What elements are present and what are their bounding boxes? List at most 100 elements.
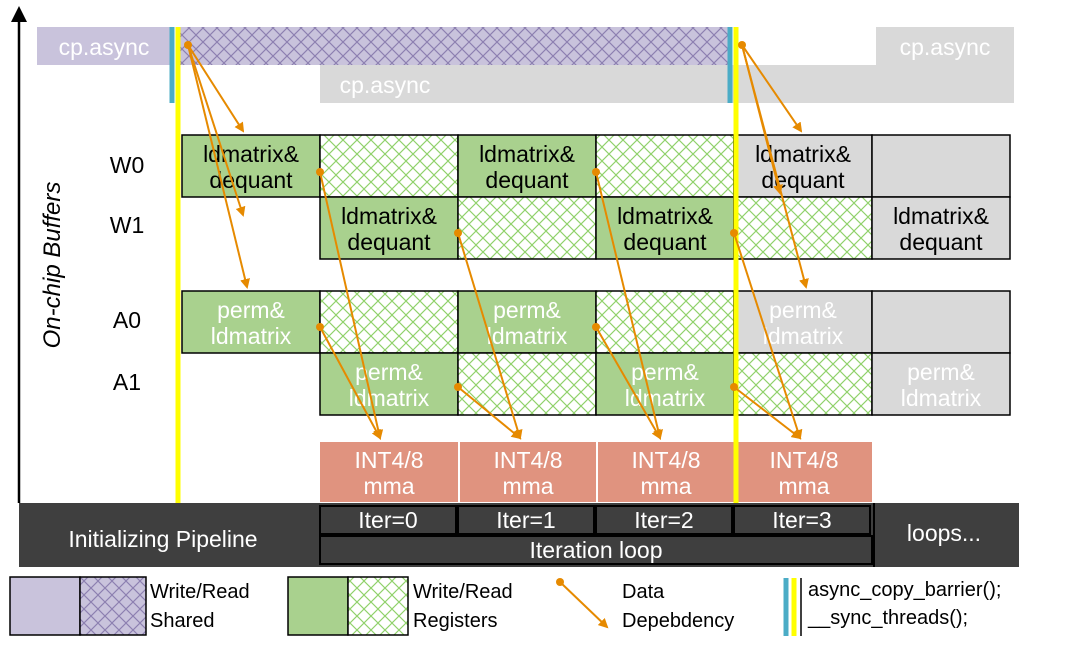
a0-block-1 xyxy=(181,290,321,354)
cpasync-label-3: cp.async xyxy=(900,34,991,60)
w1-block-1 xyxy=(319,196,459,260)
axis-label: On-chip Buffers xyxy=(39,182,66,349)
dep-dot xyxy=(454,229,462,237)
iter-label-1: Iter=1 xyxy=(496,507,555,533)
w1-block-3-line2: dequant xyxy=(899,229,983,255)
dep-arrow xyxy=(595,171,663,440)
mma-block-2 xyxy=(460,442,596,502)
loops-label: loops... xyxy=(907,520,981,546)
a0-block-1-line2: ldmatrix xyxy=(211,323,292,349)
dep-arrow xyxy=(733,232,803,440)
cpasync-block-2 xyxy=(320,65,1014,103)
cpasync-label-2: cp.async xyxy=(340,72,431,98)
w1-hatch-2 xyxy=(733,196,873,260)
a1-hatch-1 xyxy=(457,352,597,416)
legend-shared-read-swatch xyxy=(79,576,147,636)
w1-block-3-line1: ldmatrix& xyxy=(893,203,989,229)
mma-block-1-line1: INT4/8 xyxy=(354,447,423,473)
mma-block-4-line1: INT4/8 xyxy=(769,447,838,473)
legend-shared-line2: Shared xyxy=(150,610,215,632)
mma-block-3 xyxy=(598,442,734,502)
cpasync-block-3 xyxy=(876,27,1014,65)
w1-block-2 xyxy=(595,196,735,260)
iter-label-3: Iter=3 xyxy=(772,507,831,533)
dep-dot xyxy=(454,383,462,391)
mma-block-4 xyxy=(736,442,872,502)
dependency-dots xyxy=(184,41,746,391)
dep-dot xyxy=(592,323,600,331)
iter-label-0: Iter=0 xyxy=(358,507,417,533)
row-a1: perm& ldmatrix perm& ldmatrix perm& ldma… xyxy=(319,352,1011,416)
mma-block-1 xyxy=(320,442,458,502)
dep-arrow xyxy=(187,44,250,289)
mma-block-4-line2: mma xyxy=(778,473,829,499)
mma-block-2-line1: INT4/8 xyxy=(493,447,562,473)
mma-block-3-line1: INT4/8 xyxy=(631,447,700,473)
dep-arrow xyxy=(319,326,381,440)
a1-block-3-line2: ldmatrix xyxy=(901,385,982,411)
iteration-loop-cell xyxy=(319,535,873,565)
dep-dot xyxy=(738,41,746,49)
row-label-a1: A1 xyxy=(113,369,141,395)
dep-dot xyxy=(730,383,738,391)
iter-cell-0 xyxy=(319,505,457,535)
w0-block-4 xyxy=(871,134,1011,198)
row-label-w1: W1 xyxy=(110,212,145,238)
legend-register-read-swatch xyxy=(347,576,409,636)
w0-hatch-1 xyxy=(319,134,459,198)
w1-block-1-line1: ldmatrix& xyxy=(341,203,437,229)
dep-dot xyxy=(730,229,738,237)
dep-dot xyxy=(316,323,324,331)
a0-block-3-line2: ldmatrix xyxy=(763,323,844,349)
a0-block-2-line1: perm& xyxy=(493,297,561,323)
legend-shared-line1: Write/Read xyxy=(150,581,250,603)
dep-arrow xyxy=(457,386,522,440)
w1-block-2-line2: dequant xyxy=(623,229,707,255)
a0-hatch-2 xyxy=(595,290,735,354)
dep-dot xyxy=(316,168,324,176)
a1-block-2-line2: ldmatrix xyxy=(625,385,706,411)
iter-cell-1 xyxy=(457,505,595,535)
row-w0: ldmatrix& dequant ldmatrix& dequant ldma… xyxy=(181,134,1011,198)
legend-registers-line2: Registers xyxy=(413,610,497,632)
a0-block-1-line1: perm& xyxy=(217,297,285,323)
legend-dep-arrow xyxy=(559,581,609,629)
w0-block-1-line2: dequant xyxy=(209,167,293,193)
a0-block-3-line1: perm& xyxy=(769,297,837,323)
dep-arrow xyxy=(319,171,384,440)
w0-block-2-line1: ldmatrix& xyxy=(479,141,575,167)
legend-dep-line1: Data xyxy=(622,581,665,603)
iter-label-2: Iter=2 xyxy=(634,507,693,533)
legend-registers-line1: Write/Read xyxy=(413,581,513,603)
row-a0: perm& ldmatrix perm& ldmatrix perm& ldma… xyxy=(181,290,1011,354)
a0-block-4 xyxy=(871,290,1011,354)
a1-block-1 xyxy=(319,352,459,416)
dep-arrow xyxy=(733,386,802,440)
pipeline-timeline-bar: Initializing Pipeline Iter=0 Iter=1 Iter… xyxy=(19,503,1019,567)
legend-barrier-line2: __sync_threads(); xyxy=(807,607,968,629)
y-axis-arrowhead xyxy=(11,6,27,22)
dep-arrow xyxy=(595,326,661,440)
a0-hatch-1 xyxy=(319,290,459,354)
w0-block-2-line2: dequant xyxy=(485,167,569,193)
dep-dot xyxy=(184,41,192,49)
a1-hatch-2 xyxy=(733,352,873,416)
w1-block-3 xyxy=(871,196,1011,260)
dep-arrow xyxy=(741,44,783,195)
init-pipeline-label: Initializing Pipeline xyxy=(68,526,257,552)
cpasync-label-1: cp.async xyxy=(59,34,150,60)
a0-block-2-line2: ldmatrix xyxy=(487,323,568,349)
legend-dep-line2: Depebdency xyxy=(622,610,734,632)
w1-block-1-line2: dequant xyxy=(347,229,431,255)
a1-block-1-line2: ldmatrix xyxy=(349,385,430,411)
row-w1: ldmatrix& dequant ldmatrix& dequant ldma… xyxy=(319,196,1011,260)
iter-cell-2 xyxy=(595,505,733,535)
w1-hatch-1 xyxy=(457,196,597,260)
dep-arrow xyxy=(187,44,246,217)
w1-block-2-line1: ldmatrix& xyxy=(617,203,713,229)
a1-block-3-line1: perm& xyxy=(907,359,975,385)
dep-arrow xyxy=(457,232,523,440)
legend-register-write-swatch xyxy=(287,576,349,636)
dep-arrow xyxy=(187,44,245,133)
